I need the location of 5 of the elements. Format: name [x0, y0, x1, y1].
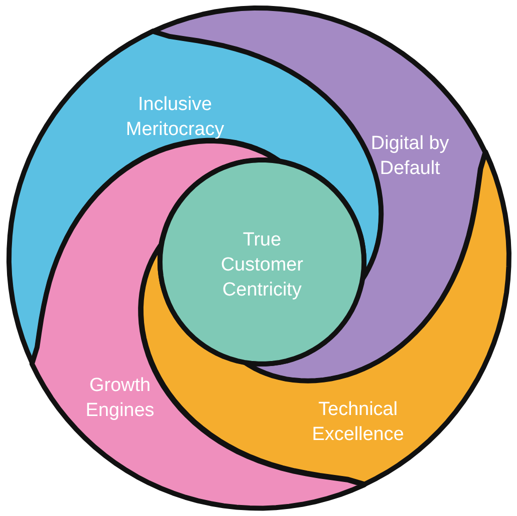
segment-label: Digital by Default	[370, 132, 450, 181]
segment-label: True Customer Centricity	[220, 228, 304, 302]
segment-label: Inclusive Meritocracy	[124, 92, 226, 142]
segment-label: Technical Excellence	[311, 398, 405, 447]
segment-label: Growth Engines	[84, 374, 156, 423]
